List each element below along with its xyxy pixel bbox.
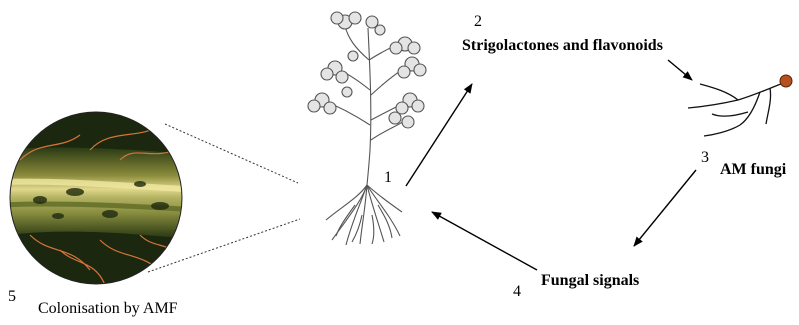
arrow-plant-to-signals [405, 83, 473, 187]
zoom-line-bottom [147, 218, 301, 273]
step-3-number: 3 [701, 149, 709, 166]
strigolactones-label: Strigolactones and flavonoids [462, 37, 663, 54]
zoom-line-top [164, 123, 299, 184]
arrow-signals-to-fungi [667, 59, 693, 81]
step-1-number: 1 [384, 169, 392, 186]
arrow-fungi-to-fungal-signals [633, 169, 697, 247]
am-fungi-label: AM fungi [720, 161, 787, 178]
step-5-number: 5 [8, 288, 16, 305]
fungal-signals-label: Fungal signals [541, 272, 640, 289]
plant-illustration [307, 11, 427, 246]
step-4-number: 4 [513, 283, 521, 300]
step-2-number: 2 [474, 13, 482, 30]
colonisation-label: Colonisation by AMF [38, 300, 178, 317]
fungal-spore [779, 74, 793, 88]
arrow-fungal-signals-to-plant [431, 211, 538, 271]
micrograph-border [9, 111, 183, 285]
am-fungus-illustration [687, 81, 787, 137]
colonised-root-micrograph [10, 112, 182, 284]
